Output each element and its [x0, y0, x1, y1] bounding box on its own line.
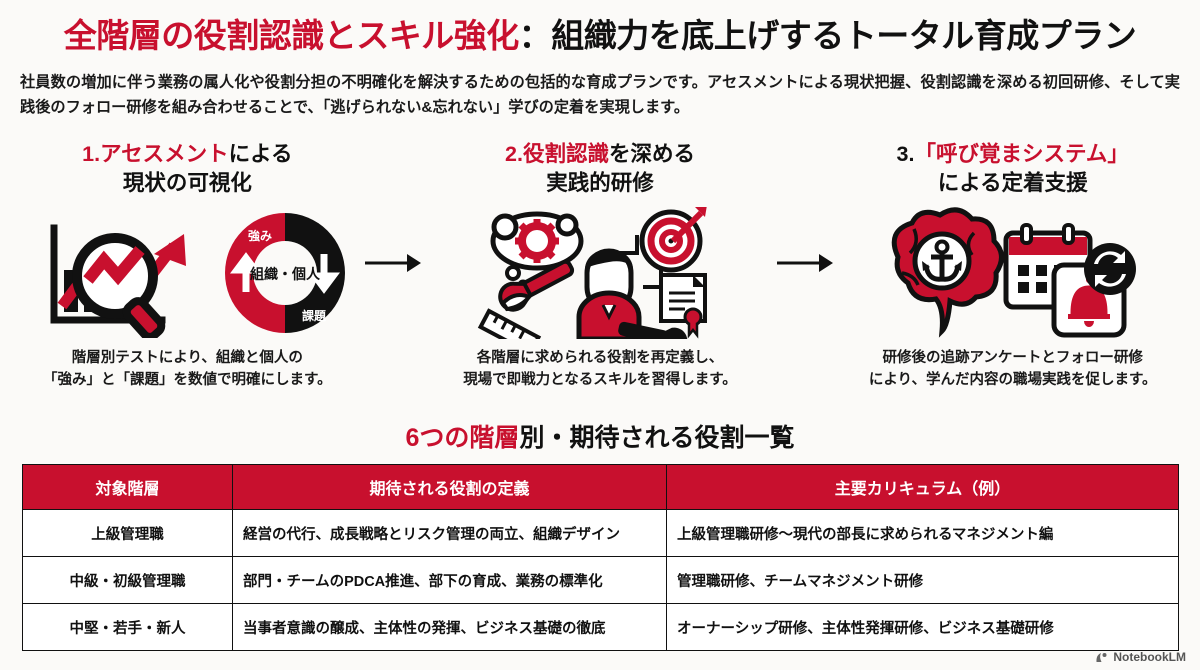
step-3-heading: 3.「呼び覚まシステム」 による定着支援	[897, 140, 1129, 198]
table-cell-role: 当事者意識の醸成、主体性の発揮、ビジネス基礎の徹底	[232, 603, 667, 651]
step-2-artwork	[475, 206, 725, 341]
step-2-heading: 2.役割認識を深める 実践的研修	[505, 140, 695, 198]
table-cell-role: 経営の代行、成長戦略とリスク管理の両立、組織デザイン	[232, 509, 667, 557]
table-header-role: 期待される役割の定義	[232, 464, 667, 510]
step-3-number: 3.	[896, 142, 915, 166]
steps-row: 1.アセスメントによる 現状の可視化	[0, 140, 1200, 392]
step-1-head-line2: 現状の可視化	[122, 170, 252, 195]
step-1-caption: 階層別テストにより、組織と個人の 「強み」と「課題」を数値で明確にします。	[43, 349, 332, 389]
table-cell-curriculum: オーナーシップ研修、主体性発揮研修、ビジネス基礎研修	[666, 603, 1179, 651]
table-row: 上級管理職 経営の代行、成長戦略とリスク管理の両立、組織デザイン 上級管理職研修…	[22, 509, 1179, 557]
page-subtitle: 社員数の増加に伴う業務の属人化や役割分担の不明確化を解決するための包括的な育成プ…	[20, 74, 1180, 117]
step-3: 3.「呼び覚まシステム」 による定着支援	[835, 140, 1190, 392]
notebooklm-logo-icon	[1096, 652, 1107, 662]
table-row: 中級・初級管理職 部門・チームのPDCA推進、部下の育成、業務の標準化 管理職研…	[22, 556, 1179, 604]
magnifier-icon	[72, 233, 166, 339]
target-icon	[639, 207, 707, 273]
hand-icon	[500, 293, 533, 312]
table-header-tier: 対象階層	[22, 464, 233, 510]
table-section-title-black: 別・期待される役割一覧	[519, 424, 795, 452]
page-title: 全階層の役割認識とスキル強化：組織力を底上げするトータル育成プラン	[0, 17, 1200, 54]
step-1-head-red: アセスメント	[100, 142, 229, 166]
table-cell-tier: 中級・初級管理職	[22, 556, 233, 604]
table-cell-tier: 中堅・若手・新人	[22, 603, 233, 651]
step-2: 2.役割認識を深める 実践的研修	[423, 140, 778, 392]
step-arrow-2	[777, 140, 835, 276]
step-1-artwork: 強み 課題 組織・個人	[22, 206, 352, 341]
step-3-head-red: 「呼び覚まシステム」	[914, 142, 1129, 166]
step-1-head-black: による	[228, 142, 293, 166]
step-3-caption: 研修後の追跡アンケートとフォロー研修 により、学んだ内容の職場実践を促します。	[868, 349, 1157, 389]
step-1-number: 1.	[82, 142, 101, 166]
table-section-title: 6つの階層別・期待される役割一覧	[0, 418, 1200, 454]
watermark: NotebookLM	[1095, 650, 1186, 664]
step-2-head-red: 役割認識	[522, 142, 609, 166]
table-section-title-red: 6つの階層	[405, 424, 520, 452]
step-2-number: 2.	[505, 142, 523, 166]
donut-center-label: 組織・個人	[250, 266, 321, 282]
watermark-label: NotebookLM	[1113, 650, 1186, 664]
anchor-icon	[921, 239, 962, 282]
step-arrow-1	[364, 140, 423, 276]
step-2-caption: 各階層に求められる役割を再定義し、 現場で即戦力となるスキルを習得します。	[463, 349, 737, 389]
step-2-head-line2: 実践的研修	[546, 170, 654, 195]
table-row: 中堅・若手・新人 当事者意識の醸成、主体性の発揮、ビジネス基礎の徹底 オーナーシ…	[22, 603, 1179, 651]
step-1-heading: 1.アセスメントによる 現状の可視化	[82, 140, 292, 198]
step-3-artwork	[878, 206, 1148, 341]
table-cell-tier: 上級管理職	[22, 509, 233, 557]
step-3-head-line2: による定着支援	[937, 170, 1088, 195]
tier-role-table: 対象階層 期待される役割の定義 主要カリキュラム（例） 上級管理職 経営の代行、…	[22, 464, 1179, 651]
wrench-icon-right	[618, 321, 688, 340]
gear-icon	[515, 219, 559, 264]
strength-issue-donut-icon: 強み 課題 組織・個人	[225, 213, 346, 334]
table-cell-curriculum: 管理職研修、チームマネジメント研修	[666, 556, 1179, 604]
donut-top-label: 強み	[248, 228, 272, 243]
table-header-row: 対象階層 期待される役割の定義 主要カリキュラム（例）	[22, 464, 1179, 510]
step-1: 1.アセスメントによる 現状の可視化	[10, 140, 365, 392]
page-title-black: ：組織力を底上げするトータル育成プラン	[518, 17, 1137, 54]
certificate-icon	[659, 273, 707, 339]
arrow-right-icon	[364, 254, 421, 272]
table-cell-role: 部門・チームのPDCA推進、部下の育成、業務の標準化	[232, 556, 667, 604]
person-icon	[576, 248, 642, 340]
refresh-icon	[1083, 243, 1136, 296]
step-2-head-black: を深める	[608, 142, 695, 166]
table-cell-curriculum: 上級管理職研修〜現代の部長に求められるマネジメント編	[666, 509, 1179, 557]
brain-anchor-icon	[891, 207, 1004, 338]
gear-thought-bubble-icon	[490, 211, 584, 291]
ruler-icon	[477, 308, 542, 340]
donut-bottom-label: 課題	[302, 308, 327, 323]
table-header-curriculum: 主要カリキュラム（例）	[666, 464, 1179, 510]
arrow-right-icon	[777, 254, 834, 272]
page-title-red: 全階層の役割認識とスキル強化	[63, 17, 520, 54]
